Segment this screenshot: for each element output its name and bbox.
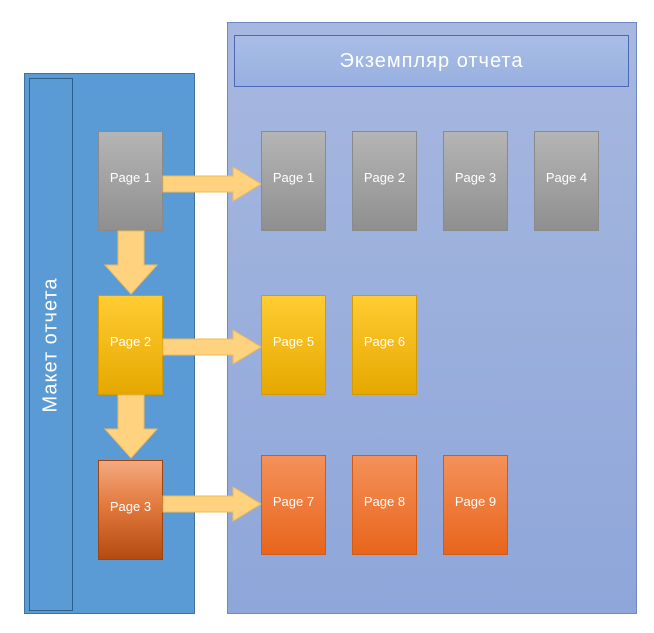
- layout-page-2-label: Page 2: [109, 333, 152, 349]
- instance-page-8-label: Page 8: [363, 493, 406, 509]
- instance-page-3: Page 3: [443, 131, 508, 231]
- layout-page-3: Page 3: [98, 460, 163, 560]
- instance-page-9-label: Page 9: [454, 493, 497, 509]
- instance-page-4: Page 4: [534, 131, 599, 231]
- report-layout-label-box: Макет отчета: [29, 78, 73, 611]
- layout-page-1-label: Page 1: [109, 169, 152, 185]
- instance-page-8: Page 8: [352, 455, 417, 555]
- instance-page-7: Page 7: [261, 455, 326, 555]
- instance-page-5-label: Page 5: [272, 333, 315, 349]
- instance-page-6-label: Page 6: [363, 333, 406, 349]
- arrow-right-2-icon: [162, 329, 262, 365]
- layout-page-3-label: Page 3: [109, 498, 152, 514]
- instance-page-3-label: Page 3: [454, 169, 497, 185]
- instance-page-9: Page 9: [443, 455, 508, 555]
- instance-page-1: Page 1: [261, 131, 326, 231]
- report-instance-title-box: Экземпляр отчета: [234, 35, 629, 87]
- instance-page-5: Page 5: [261, 295, 326, 395]
- report-instance-title: Экземпляр отчета: [339, 49, 524, 72]
- arrow-down-2-icon: [103, 394, 159, 459]
- instance-page-2: Page 2: [352, 131, 417, 231]
- instance-page-1-label: Page 1: [272, 169, 315, 185]
- instance-page-7-label: Page 7: [272, 493, 315, 509]
- layout-page-1: Page 1: [98, 131, 163, 231]
- arrow-right-1-icon: [162, 166, 262, 202]
- arrow-down-1-icon: [103, 230, 159, 295]
- report-layout-label: Макет отчета: [39, 277, 62, 412]
- layout-page-2: Page 2: [98, 295, 163, 395]
- arrow-right-3-icon: [162, 486, 262, 522]
- instance-page-6: Page 6: [352, 295, 417, 395]
- instance-page-2-label: Page 2: [363, 169, 406, 185]
- instance-page-4-label: Page 4: [545, 169, 588, 185]
